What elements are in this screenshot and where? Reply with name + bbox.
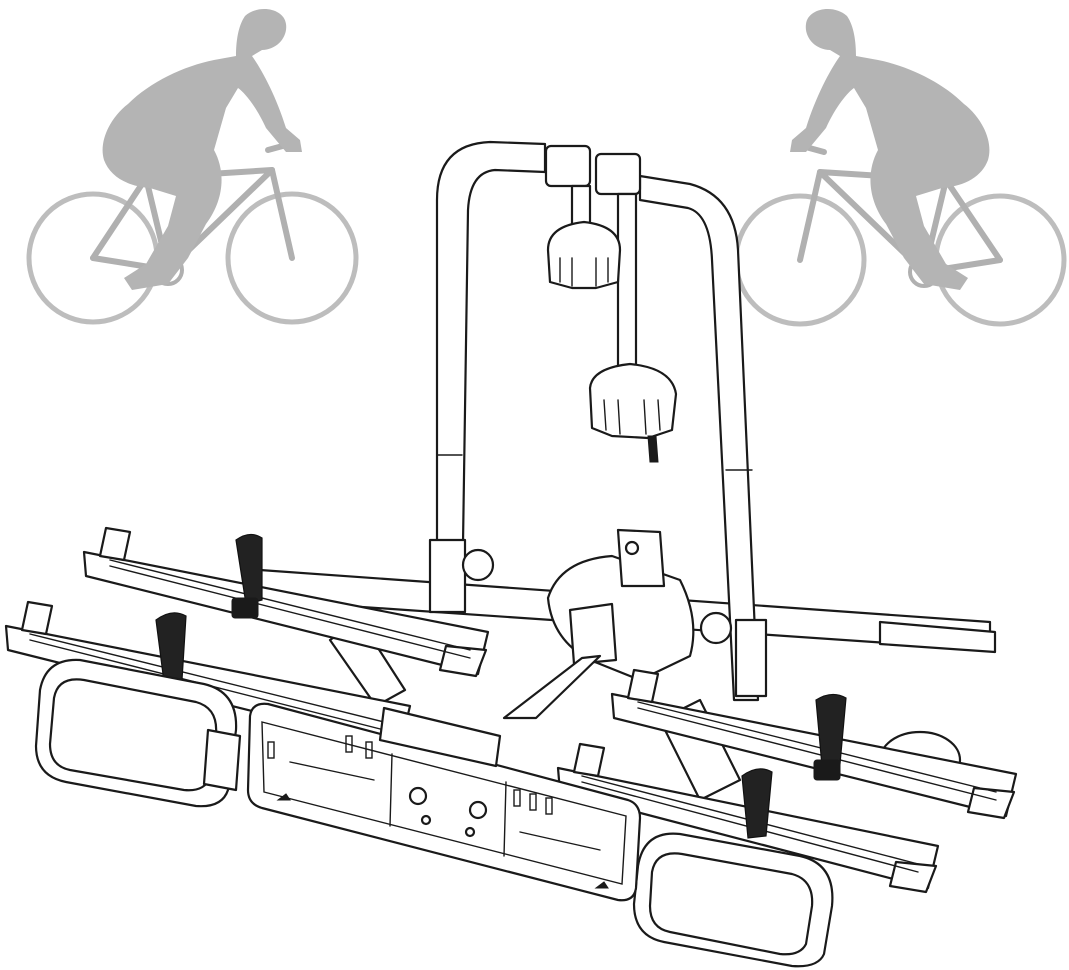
cyclist-right-rider [790, 9, 990, 290]
strap-back-right[interactable] [815, 693, 847, 767]
arm-two-top-clamp [594, 152, 642, 196]
wheel-tray-back-right [610, 692, 1018, 818]
arm-one-frame-clamp[interactable] [546, 220, 622, 290]
license-plate-frame [246, 702, 642, 902]
arch-right-upright [638, 174, 760, 702]
arch-left-upright [435, 140, 547, 612]
wheel-straps [155, 533, 847, 839]
frame-holder-arms [544, 144, 678, 463]
coupling-clamp-plate [568, 602, 618, 666]
left-light-mount [202, 728, 242, 792]
coupling-lever-head[interactable] [616, 528, 666, 588]
arm-one-top-clamp [544, 144, 592, 188]
strap-front-left[interactable] [155, 612, 187, 683]
cyclist-left-rider [102, 9, 302, 290]
cyclist-left-front-wheel [225, 191, 359, 325]
plate-top-bracket [378, 706, 502, 768]
wheel-tray-back-left [82, 550, 490, 676]
strap-back-left[interactable] [235, 533, 263, 605]
hitch-coupling [502, 528, 695, 720]
arch-left-sleeve [428, 538, 467, 614]
carrier-arch [428, 140, 768, 702]
strap-front-right[interactable] [741, 768, 773, 839]
coupling-release-lever[interactable] [502, 654, 602, 720]
cyclist-silhouette-right [733, 9, 1067, 327]
arch-left-knob[interactable] [461, 548, 495, 582]
cyclist-silhouette-left [26, 9, 359, 325]
arch-right-knob[interactable] [699, 611, 733, 645]
arm-two-frame-clamp[interactable] [588, 362, 678, 440]
license-plate-holder [202, 702, 642, 902]
arch-right-sleeve [734, 618, 768, 698]
arm-two-shaft [616, 192, 638, 392]
lock-key[interactable] [647, 435, 659, 463]
